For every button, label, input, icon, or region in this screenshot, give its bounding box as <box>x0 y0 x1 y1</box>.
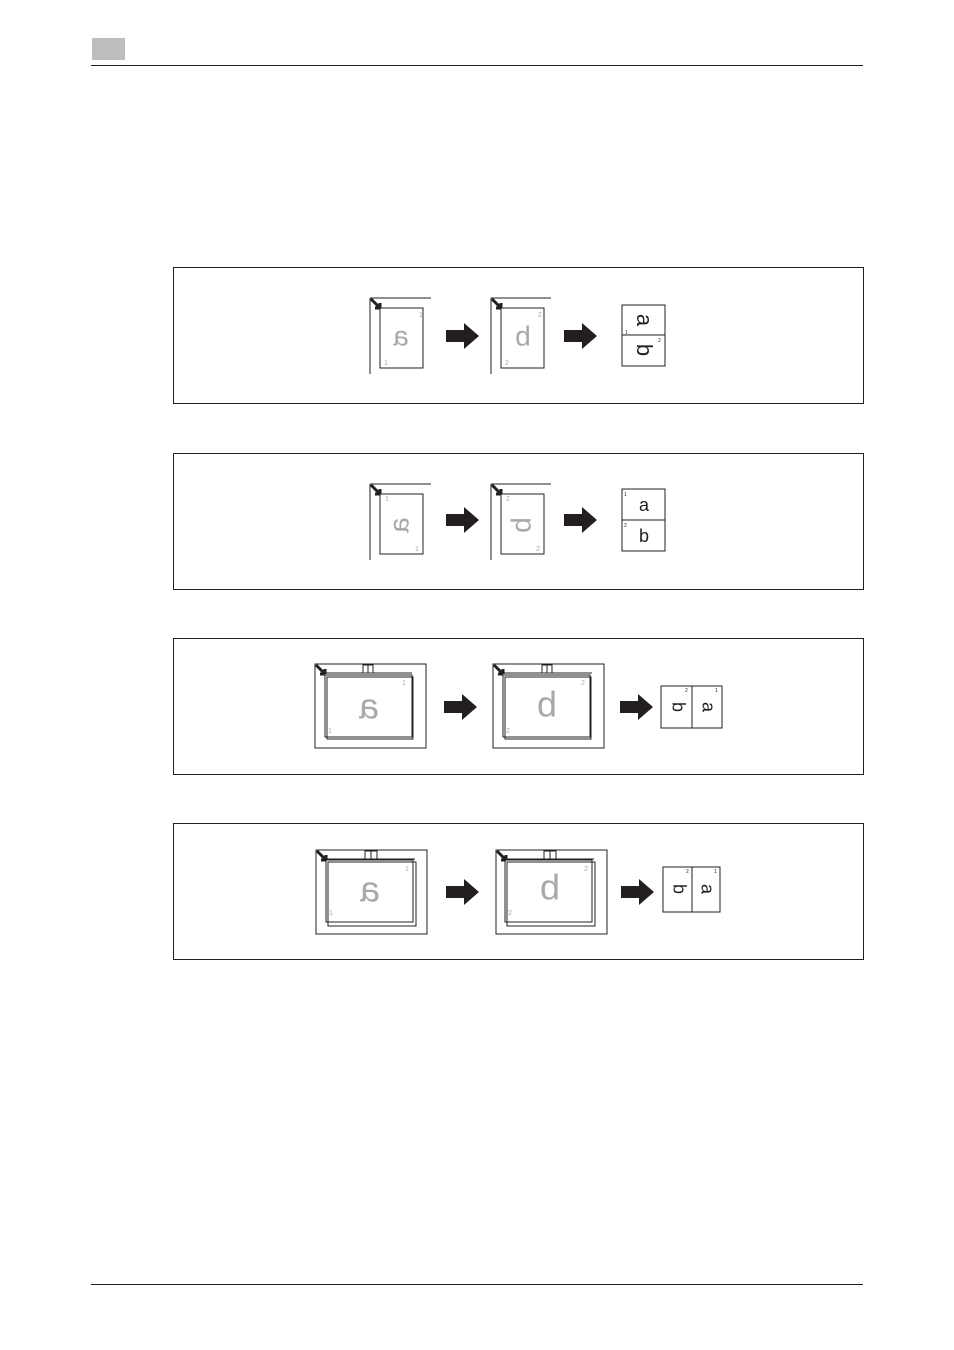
ghost-letter: a <box>393 320 409 351</box>
output-sheet: a b 1 2 <box>622 305 665 366</box>
page-number: 2 <box>538 312 542 319</box>
page-number: 2 <box>686 869 689 875</box>
page-number: 2 <box>508 910 512 917</box>
output-letter: a <box>697 884 717 895</box>
ghost-letter: b <box>505 517 536 533</box>
page-number: 1 <box>402 680 406 687</box>
placement-arrow-icon <box>317 851 326 860</box>
output-letter: b <box>668 702 688 712</box>
header-rule <box>91 65 863 66</box>
arrow-right-icon <box>621 879 654 905</box>
page-number: 1 <box>328 728 332 735</box>
placement-arrow-icon <box>494 665 503 674</box>
figure-panel-2: a 1 1 b 2 2 a b 1 2 <box>173 453 864 590</box>
output-letter: a <box>632 314 657 327</box>
placement-arrow-icon <box>371 299 380 308</box>
original-page-1: a 1 1 <box>316 850 427 934</box>
original-page-2: b 2 2 <box>491 484 551 560</box>
page-number: 1 <box>715 688 718 694</box>
page-number: 1 <box>625 330 628 336</box>
output-sheet: b a 2 1 <box>663 867 720 912</box>
output-letter: a <box>698 702 718 713</box>
page-number: 1 <box>415 546 419 553</box>
ghost-letter: a <box>383 517 414 533</box>
placement-arrow-icon <box>371 485 380 494</box>
ghost-letter: b <box>515 320 531 351</box>
footer-rule <box>91 1284 863 1285</box>
original-page-2: b 2 2 <box>496 850 607 934</box>
page-number: 2 <box>506 728 510 735</box>
arrow-right-icon <box>446 507 479 533</box>
page-number: 2 <box>581 680 585 687</box>
page-number: 1 <box>329 910 333 917</box>
page-number: 2 <box>505 360 509 367</box>
page-number: 2 <box>584 866 588 873</box>
arrow-right-icon <box>620 694 653 720</box>
page-number: 2 <box>536 546 540 553</box>
original-page-2: b 2 2 <box>491 298 551 374</box>
ghost-letter: a <box>359 869 380 910</box>
output-letter: b <box>632 344 657 356</box>
original-page-2: b 2 2 <box>493 664 604 748</box>
arrow-right-icon <box>444 694 477 720</box>
page-number: 2 <box>658 338 661 344</box>
page-number: 1 <box>624 492 627 498</box>
figure-panel-3: a 1 1 b 2 2 b a 2 1 <box>173 638 864 775</box>
output-sheet: a b 1 2 <box>622 489 665 551</box>
original-page-1: a 1 1 <box>370 298 431 374</box>
page-number: 2 <box>624 523 627 529</box>
placement-arrow-icon <box>497 851 506 860</box>
page-number: 1 <box>385 496 389 503</box>
figure-panel-4: a 1 1 b 2 2 b a 2 1 <box>173 823 864 960</box>
placement-arrow-icon <box>492 485 501 494</box>
output-letter: b <box>669 884 689 894</box>
arrow-right-icon <box>446 323 479 349</box>
output-letter: a <box>639 495 650 515</box>
page-number: 2 <box>685 688 688 694</box>
arrow-right-icon <box>564 507 597 533</box>
page-number: 2 <box>506 496 510 503</box>
output-letter: b <box>639 526 649 546</box>
original-page-1: a 1 1 <box>370 484 431 560</box>
original-page-1: a 1 1 <box>315 664 426 748</box>
page-number: 1 <box>419 312 423 319</box>
page-number: 1 <box>384 360 388 367</box>
ghost-letter: b <box>540 867 560 908</box>
chapter-tab <box>92 38 125 60</box>
ghost-letter: a <box>358 686 379 727</box>
page-number: 1 <box>405 866 409 873</box>
placement-arrow-icon <box>492 299 501 308</box>
ghost-letter: b <box>537 684 557 725</box>
arrow-right-icon <box>564 323 597 349</box>
page-number: 1 <box>714 869 717 875</box>
placement-arrow-icon <box>316 665 325 674</box>
figure-panel-1: a 1 1 b 2 2 a b 1 2 <box>173 267 864 404</box>
arrow-right-icon <box>446 879 479 905</box>
output-sheet: b a 2 1 <box>661 686 722 728</box>
